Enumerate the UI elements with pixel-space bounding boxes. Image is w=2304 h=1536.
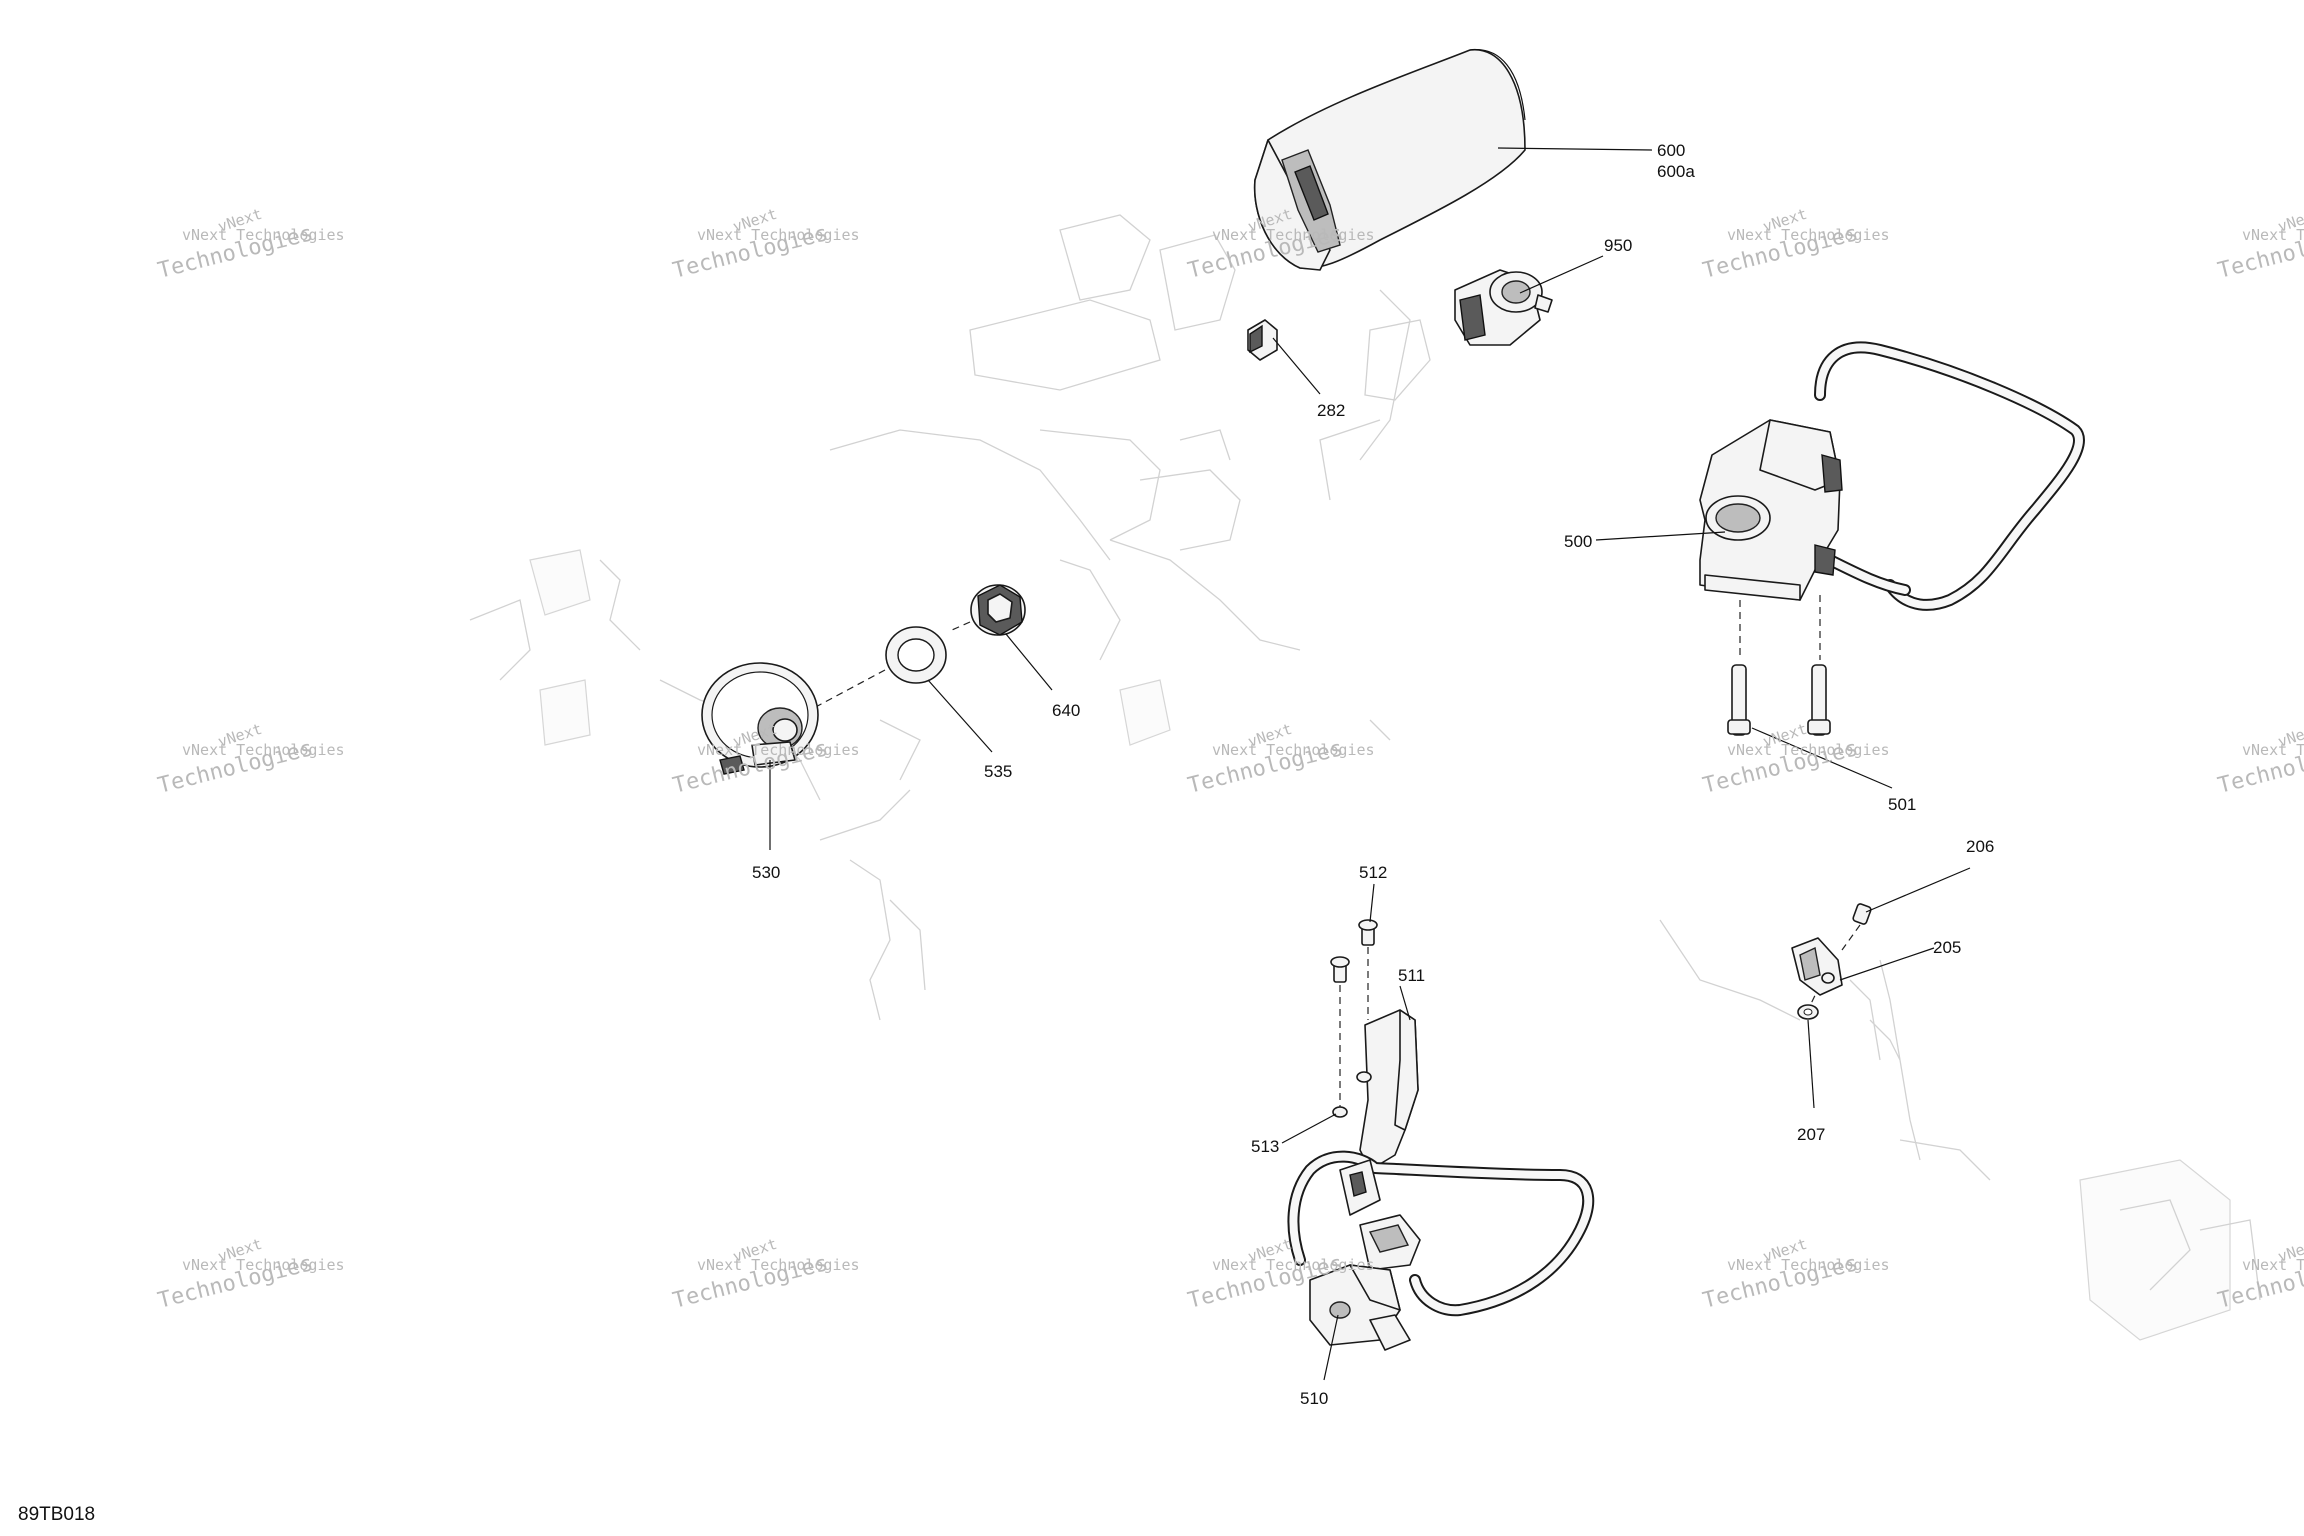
part-950-socket bbox=[1454, 269, 1553, 346]
watermark-stamp: vNext Technologies vNext Technologies bbox=[670, 1235, 859, 1314]
part-205-clamp-set bbox=[1791, 903, 1872, 1020]
callout-label-501: 501 bbox=[1888, 795, 1916, 814]
watermark-line: vNext Technologies bbox=[182, 741, 345, 759]
watermark-line: vNext Technologies bbox=[2242, 1256, 2304, 1274]
callout-950: 950 bbox=[1519, 236, 1632, 294]
part-530-gauge bbox=[701, 662, 886, 775]
part-510-switch-harness bbox=[1287, 1150, 1595, 1351]
callout-207: 207 bbox=[1797, 1019, 1825, 1144]
watermark-line: vNext Technologies bbox=[182, 226, 345, 244]
part-535-bezel-ring bbox=[885, 626, 947, 684]
watermark-line: vNext Technologies bbox=[182, 1256, 345, 1274]
watermark-line: vNext Technologies bbox=[2242, 226, 2304, 244]
watermark-line: vNext Technologies bbox=[1212, 741, 1375, 759]
callout-206: 206 bbox=[1865, 837, 1994, 913]
watermark-stamp: vNext Technologies vNext Technologies bbox=[2215, 205, 2304, 284]
watermark-stamp: vNext Technologies vNext Technologies bbox=[155, 1235, 344, 1314]
ghost-background-structure bbox=[469, 214, 2261, 1341]
callout-501: 501 bbox=[1751, 727, 1916, 814]
watermark-line: vNext Technologies bbox=[1212, 226, 1375, 244]
watermark-line: vNext Technologies bbox=[1727, 741, 1890, 759]
watermark-line: vNext Technologies bbox=[1727, 226, 1890, 244]
callout-label-206: 206 bbox=[1966, 837, 1994, 856]
callout-511: 511 bbox=[1398, 966, 1425, 1021]
callout-label-600: 600 bbox=[1657, 141, 1685, 160]
callout-label-950: 950 bbox=[1604, 236, 1632, 255]
watermark-line: vNext Technologies bbox=[697, 741, 860, 759]
callout-530: 530 bbox=[752, 760, 780, 882]
callout-label-640: 640 bbox=[1052, 701, 1080, 720]
callout-label-205: 205 bbox=[1933, 938, 1961, 957]
callout-205: 205 bbox=[1839, 938, 1961, 981]
watermark-line: vNext Technologies bbox=[2242, 741, 2304, 759]
part-640-knob bbox=[951, 584, 1026, 636]
part-500-handlebar-switch bbox=[1699, 341, 2085, 611]
callout-label-282: 282 bbox=[1317, 401, 1345, 420]
watermark-stamp: vNext Technologies vNext Technologies bbox=[155, 205, 344, 284]
watermark-line: vNext Technologies bbox=[1727, 1256, 1890, 1274]
watermark-stamp: vNext Technologies vNext Technologies bbox=[1700, 1235, 1889, 1314]
callout-640: 640 bbox=[1005, 633, 1080, 720]
watermark-stamp: vNext Technologies vNext Technologies bbox=[670, 720, 859, 799]
callout-label-513: 513 bbox=[1251, 1137, 1279, 1156]
part-282-clip bbox=[1247, 319, 1278, 361]
callout-510: 510 bbox=[1300, 1314, 1339, 1408]
part-600-cover bbox=[1253, 48, 1526, 271]
watermark-stamp: vNext Technologies vNext Technologies bbox=[1700, 205, 1889, 284]
callout-label-600a: 600a bbox=[1657, 162, 1695, 181]
watermark-line: vNext Technologies bbox=[1212, 1256, 1375, 1274]
diagram-code: 89TB018 bbox=[18, 1504, 95, 1525]
part-501-screws bbox=[1727, 595, 1831, 736]
callout-512: 512 bbox=[1359, 863, 1387, 923]
callout-label-500: 500 bbox=[1564, 532, 1592, 551]
watermark-stamp: vNext Technologies vNext Technologies bbox=[670, 205, 859, 284]
callout-label-535: 535 bbox=[984, 762, 1012, 781]
callout-label-530: 530 bbox=[752, 863, 780, 882]
callout-600: 600 600a bbox=[1497, 141, 1695, 181]
watermark-stamp: vNext Technologies vNext Technologies bbox=[1185, 720, 1374, 799]
callout-label-511: 511 bbox=[1398, 966, 1425, 985]
callout-535: 535 bbox=[927, 679, 1012, 781]
callout-label-510: 510 bbox=[1300, 1389, 1328, 1408]
callout-500: 500 bbox=[1564, 531, 1726, 551]
watermark-stamp: vNext Technologies vNext Technologies bbox=[155, 720, 344, 799]
watermark-line: vNext Technologies bbox=[697, 226, 860, 244]
watermark-grid: vNext Technologies vNext Technologies vN… bbox=[155, 205, 2304, 1314]
callout-282: 282 bbox=[1272, 337, 1345, 420]
watermark-line: vNext Technologies bbox=[697, 1256, 860, 1274]
watermark-stamp: vNext Technologies vNext Technologies bbox=[2215, 720, 2304, 799]
callout-513: 513 bbox=[1251, 1113, 1337, 1156]
callout-label-512: 512 bbox=[1359, 863, 1387, 882]
part-511-bracket bbox=[1330, 919, 1419, 1171]
callout-label-207: 207 bbox=[1797, 1125, 1825, 1144]
